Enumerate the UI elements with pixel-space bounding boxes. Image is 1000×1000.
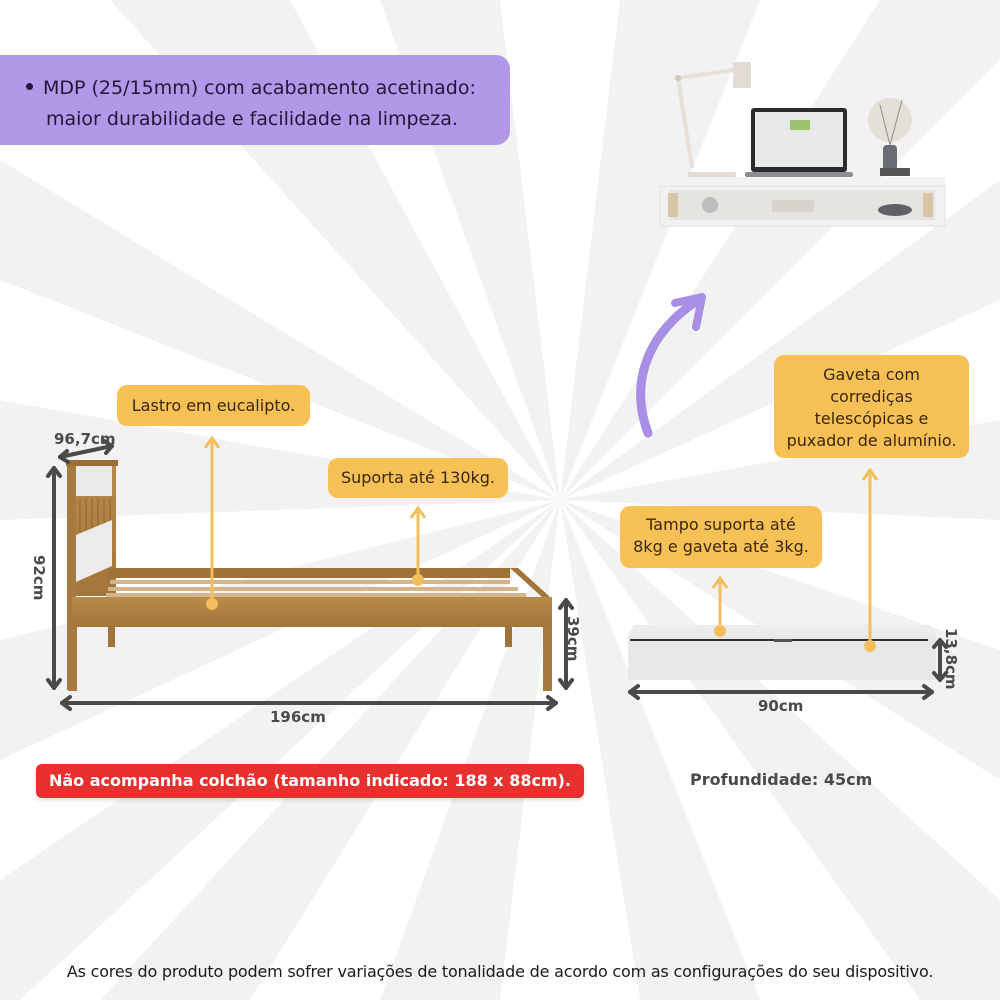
- dimension-length-label: 196cm: [270, 708, 326, 726]
- laptop-icon: [745, 108, 853, 177]
- desk-drawer-illustration: [628, 625, 936, 680]
- banner-line-2: maior durabilidade e facilidade na limpe…: [46, 108, 458, 130]
- callout-weight-capacity: Suporta até 130kg.: [328, 458, 508, 498]
- desk-depth-note: Profundidade: 45cm: [690, 770, 873, 789]
- floating-desk-icon: [659, 177, 946, 227]
- curved-arrow-icon: [636, 293, 706, 438]
- callout-desk-load: Tampo suporta até 8kg e gaveta até 3kg.: [620, 506, 822, 568]
- dimension-desk-width-label: 90cm: [758, 697, 804, 715]
- dimension-arrows: [46, 439, 574, 711]
- info-banner: MDP (25/15mm) com acabamento acetinado: …: [0, 55, 510, 145]
- callout-drawer-features: Gaveta com corrediças telescópicas e pux…: [774, 355, 969, 458]
- desk-scene-image: [659, 62, 946, 227]
- dimension-height-label: 92cm: [30, 555, 48, 601]
- dimension-depth-label: 96,7cm: [54, 430, 116, 448]
- dimension-leg-height-label: 39cm: [564, 616, 582, 662]
- no-mattress-warning: Não acompanha colchão (tamanho indicado:…: [36, 764, 584, 798]
- color-disclaimer: As cores do produto podem sofrer variaçõ…: [66, 962, 934, 981]
- pointer-arrows: [203, 435, 427, 610]
- dimension-desk-height-label: 13,8cm: [942, 628, 960, 690]
- banner-line-1: MDP (25/15mm) com acabamento acetinado:: [26, 73, 490, 104]
- lamp-icon: [675, 62, 751, 178]
- bed-slats: [106, 580, 526, 597]
- headboard: [66, 460, 118, 690]
- bullet-icon: [26, 83, 33, 90]
- plant-vase-icon: [868, 98, 912, 176]
- callout-slats: Lastro em eucalipto.: [117, 385, 310, 426]
